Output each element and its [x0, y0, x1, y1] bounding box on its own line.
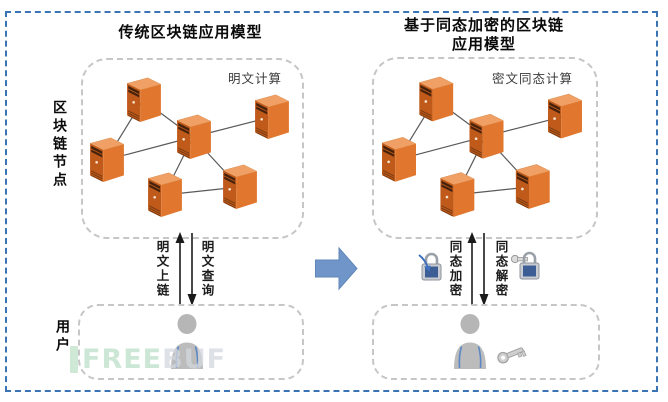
user-side-label: 用户: [54, 319, 70, 355]
plaintext-compute-label: 明文计算: [228, 71, 283, 86]
user-key-icon: [497, 347, 527, 364]
right-panel-title-line1: 基于同态加密的区块链: [403, 16, 564, 34]
server-node-icon: [127, 77, 161, 122]
left-panel-title: 传统区块链应用模型: [118, 23, 263, 41]
right-nodes-box: [372, 57, 598, 239]
homomorphic-encrypt-lock-icon: [418, 252, 442, 281]
server-node-icon: [515, 163, 550, 209]
server-node-icon: [255, 94, 289, 139]
server-node-icon: [223, 164, 257, 209]
server-node-icon: [419, 76, 454, 122]
user-person-icon: [449, 313, 491, 369]
blockchain-nodes-side-label: 区块链节点: [51, 100, 67, 190]
server-node-icon: [440, 171, 475, 217]
server-node-icon: [547, 93, 583, 139]
watermark-logo-bar: [70, 346, 78, 373]
ciphertext-compute-label: 密文同态计算: [492, 71, 574, 86]
user-person-icon: [166, 313, 208, 369]
server-node-icon: [90, 137, 124, 182]
plaintext-upload-label: 明文上链: [154, 240, 170, 298]
right-panel-title: 基于同态加密的区块链 应用模型: [372, 16, 596, 54]
left-blockchain-network: [90, 77, 289, 217]
server-node-icon: [148, 172, 182, 217]
right-blockchain-network: [381, 76, 583, 217]
down-arrowhead-icon: [187, 294, 197, 306]
left-user-box: [78, 304, 304, 380]
homomorphic-encrypt-label: 同态加密: [447, 240, 463, 298]
right-panel-title-line2: 应用模型: [451, 34, 516, 53]
plaintext-query-label: 明文查询: [199, 240, 215, 298]
down-arrowhead-icon: [479, 294, 489, 306]
right-user-box: [372, 304, 600, 380]
right-flow-arrows: [467, 232, 489, 306]
left-flow-arrows: [175, 232, 197, 306]
up-arrowhead-icon: [175, 232, 185, 243]
transition-arrow-icon: [315, 246, 358, 291]
server-node-icon: [469, 113, 504, 159]
homomorphic-decrypt-lock-icon: [510, 251, 540, 280]
homomorphic-decrypt-label: 同态解密: [493, 240, 509, 298]
server-node-icon: [177, 114, 211, 159]
server-node-icon: [381, 136, 417, 182]
up-arrowhead-icon: [467, 232, 477, 243]
